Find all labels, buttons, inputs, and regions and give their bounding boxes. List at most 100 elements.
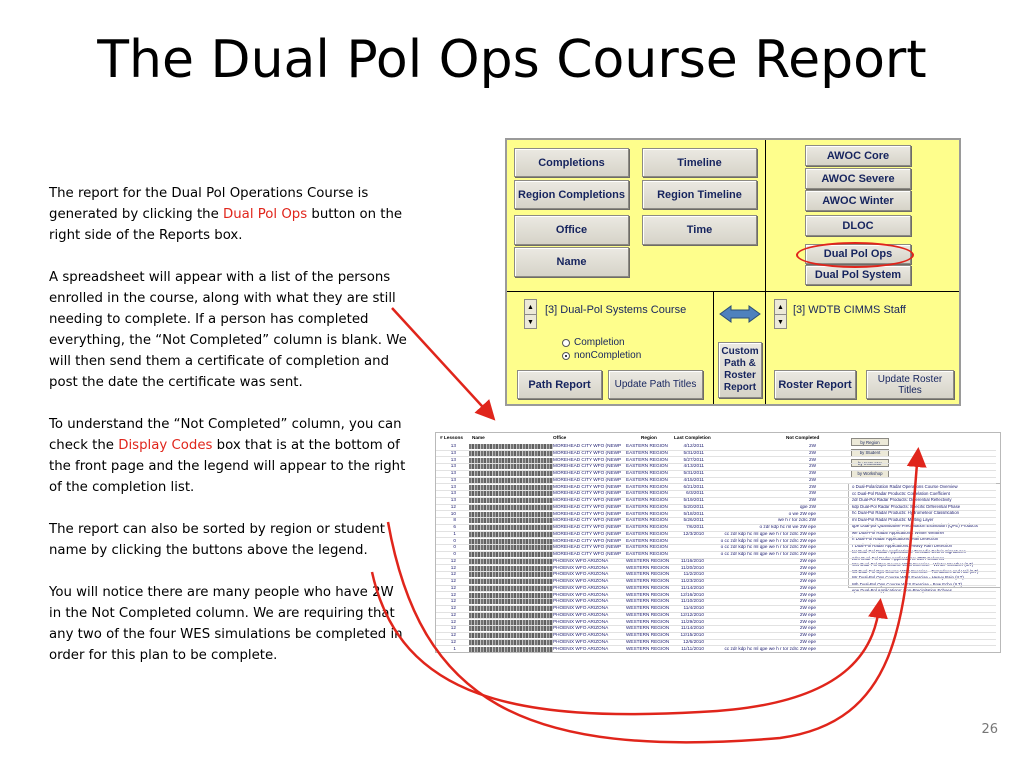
sort-button[interactable]: by Region (851, 438, 889, 446)
redacted-name (469, 444, 553, 449)
gridline (436, 463, 996, 464)
region-timeline-button[interactable]: Region Timeline (642, 180, 757, 209)
spinner-down-icon[interactable]: ▼ (777, 318, 784, 326)
timeline-button[interactable]: Timeline (642, 148, 757, 177)
redacted-name (469, 565, 553, 571)
dual-pol-ops-highlight (796, 242, 914, 268)
body-paragraph: To understand the “Not Completed” column… (49, 414, 409, 498)
gridline (436, 537, 996, 539)
gridline (436, 618, 996, 620)
radio-icon[interactable] (562, 338, 570, 347)
gridline (436, 652, 996, 653)
gridline (436, 550, 996, 552)
redacted-name (469, 592, 553, 598)
path-report-button[interactable]: Path Report (517, 370, 602, 399)
reports-divider (713, 291, 714, 404)
redacted-name (469, 606, 553, 611)
paragraph-text: box that is at the bottom of the front p… (49, 438, 406, 495)
header-name: Name (472, 435, 485, 440)
gridline (436, 469, 996, 471)
gridline (436, 584, 996, 586)
spinner-up-icon[interactable]: ▲ (525, 300, 536, 315)
cell-lessons: 13 (450, 443, 456, 448)
codes-legend: o Dual-Polarization Radar Operations Cou… (848, 483, 1000, 593)
body-paragraph: A spreadsheet will appear with a list of… (49, 267, 409, 393)
cell-lessons: 0 (453, 652, 456, 653)
body-paragraph: The report for the Dual Pol Operations C… (49, 183, 409, 246)
gridline (436, 476, 996, 478)
redacted-name (469, 599, 553, 605)
slide-body-text: The report for the Dual Pol Operations C… (49, 183, 409, 687)
gridline (436, 503, 996, 505)
time-button[interactable]: Time (642, 215, 757, 245)
redacted-name (469, 511, 553, 517)
gridline (436, 456, 996, 458)
reports-divider (765, 291, 766, 404)
header-not-completed: Not Completed (786, 435, 820, 440)
dloc-button[interactable]: DLOC (805, 215, 911, 236)
header-region: Region (641, 435, 657, 440)
spinner-down-icon[interactable]: ▼ (527, 318, 534, 326)
paragraph-text: A spreadsheet will appear with a list of… (49, 270, 407, 390)
paragraph-text: button on the right side of the Reports … (49, 207, 403, 243)
redacted-name (469, 545, 553, 551)
body-paragraph: The report can also be sorted by region … (49, 519, 409, 561)
noncompletion-radio[interactable]: nonCompletion (562, 350, 641, 361)
roster-spinner[interactable]: ▲ ▼ (774, 299, 787, 329)
noncompletion-radio-label: nonCompletion (574, 350, 642, 361)
awoc-winter-button[interactable]: AWOC Winter (805, 190, 911, 211)
region-completions-button[interactable]: Region Completions (514, 180, 629, 209)
cell-nc: 2W (808, 443, 816, 448)
gridline (436, 557, 996, 559)
redacted-name (469, 464, 553, 470)
path-spinner[interactable]: ▲ ▼ (524, 299, 537, 329)
redacted-name (469, 572, 553, 578)
custom-path-roster-report-button[interactable]: Custom Path & Roster Report (718, 342, 762, 398)
roster-report-button[interactable]: Roster Report (774, 370, 856, 399)
header-last-completion: Last Completion (674, 435, 711, 440)
redacted-name (469, 518, 553, 524)
name-button[interactable]: Name (514, 247, 629, 277)
redacted-name (469, 619, 553, 625)
roster-selected[interactable]: [3] WDTB CIMMS Staff (793, 304, 906, 316)
office-button[interactable]: Office (514, 215, 629, 245)
body-paragraph: You will notice there are many people wh… (49, 582, 409, 666)
completion-radio-label: Completion (574, 337, 625, 348)
redacted-name (469, 457, 553, 463)
highlighted-term: Dual Pol Ops (223, 207, 308, 222)
cell-region: WESTERN REGION (626, 652, 669, 653)
gridline (436, 645, 996, 647)
gridline (436, 544, 996, 545)
update-path-titles-button[interactable]: Update Path Titles (608, 370, 703, 399)
gridline (436, 564, 996, 566)
redacted-name (469, 504, 553, 510)
completion-radio[interactable]: Completion (562, 337, 625, 348)
radio-selected-icon[interactable] (562, 351, 570, 360)
redacted-name (469, 538, 553, 544)
redacted-name (469, 531, 553, 537)
gridline (436, 571, 996, 572)
spinner-up-icon[interactable]: ▲ (775, 300, 786, 315)
redacted-name (469, 585, 553, 591)
gridline (436, 577, 996, 579)
table-row: 0 PHOENIX WFO ARIZONA WESTERN REGION o cc z… (436, 652, 816, 653)
paragraph-text: The report for the Dual Pol Operations C… (49, 186, 369, 222)
gridline (436, 517, 996, 518)
cell-office: PHOENIX WFO ARIZONA (553, 652, 608, 653)
cell-nc: o cc zdr kdp hc ml qpe we h r tor zdrc 2… (721, 652, 816, 653)
reports-divider (765, 140, 766, 292)
path-selected[interactable]: [3] Dual-Pol Systems Course (545, 304, 687, 316)
slide-title: The Dual Pol Ops Course Report (97, 30, 927, 90)
gridline (436, 631, 996, 633)
awoc-severe-button[interactable]: AWOC Severe (805, 168, 911, 189)
redacted-name (469, 491, 553, 497)
gridline (436, 496, 996, 498)
awoc-core-button[interactable]: AWOC Core (805, 145, 911, 166)
completions-button[interactable]: Completions (514, 148, 629, 177)
gridline (436, 611, 996, 613)
gridline (436, 510, 996, 512)
update-roster-titles-button[interactable]: Update Roster Titles (866, 370, 954, 399)
dual-pol-system-button[interactable]: Dual Pol System (805, 265, 911, 285)
gridline (436, 483, 996, 485)
gridline (436, 530, 996, 532)
